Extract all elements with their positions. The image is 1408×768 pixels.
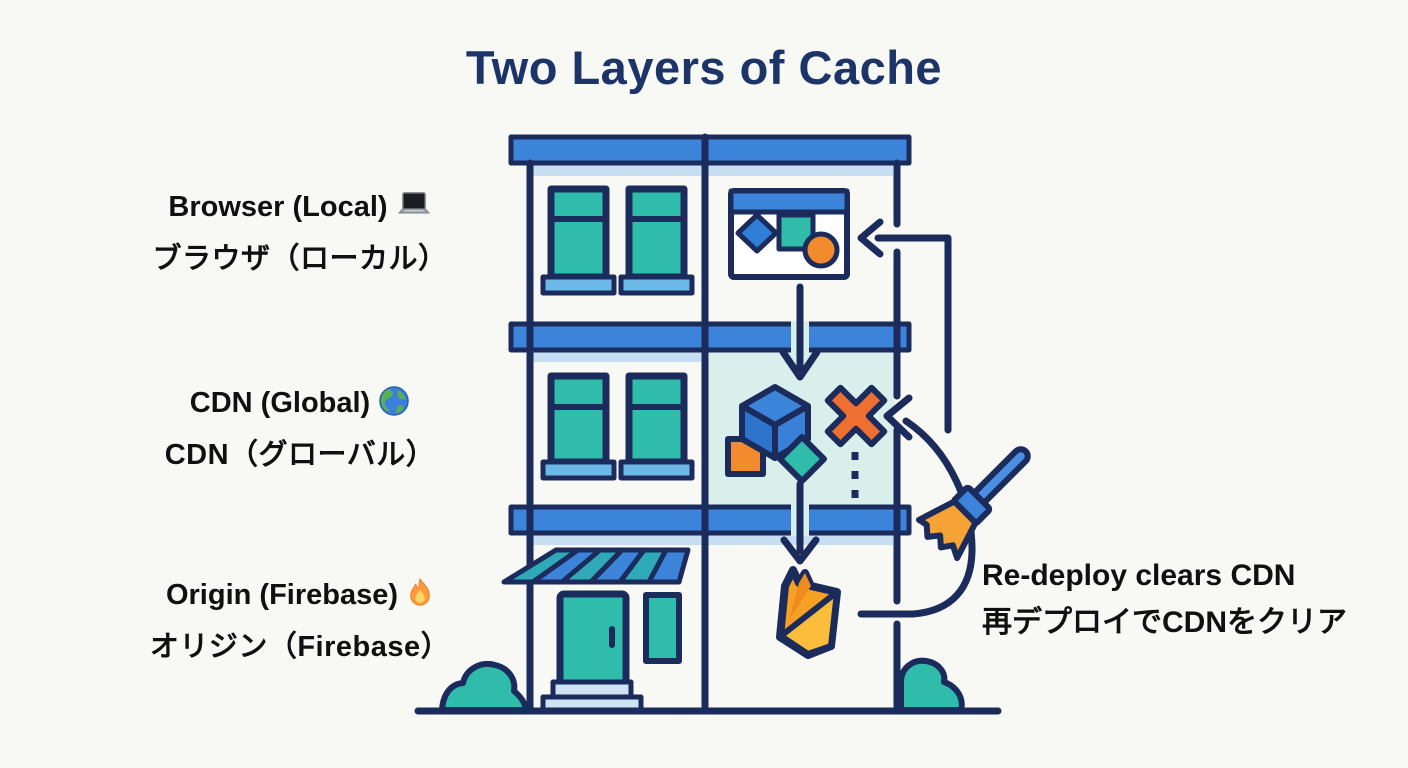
laptop-icon <box>396 189 432 236</box>
label-cdn-ja: CDN（グローバル） <box>164 439 436 471</box>
left-bush <box>439 661 529 713</box>
flow-arrows <box>779 218 976 618</box>
awning <box>501 547 691 585</box>
step-lower <box>540 694 644 713</box>
asset-circle <box>802 231 840 269</box>
x-mark-icon <box>824 384 888 448</box>
entrance <box>540 590 682 713</box>
redeploy-note-ja: 再デプロイでCDNをクリア <box>982 606 1347 639</box>
label-origin-ja: オリジン（Firebase） <box>149 631 451 663</box>
roof-band <box>508 134 912 166</box>
side-window <box>643 592 682 664</box>
redeploy-note-en: Re-deploy clears CDN <box>982 559 1296 592</box>
middle-floor-windows <box>540 372 695 481</box>
bushes <box>439 657 965 713</box>
arrow-redeploy-head <box>883 394 913 441</box>
door <box>556 590 630 687</box>
fire-icon <box>406 577 434 624</box>
globe-icon <box>378 385 410 432</box>
browser-window-icon <box>728 188 850 280</box>
label-browser-ja: ブラウザ（ローカル） <box>152 243 448 275</box>
label-browser-en: Browser (Local) <box>70 184 530 236</box>
asset-diamond <box>735 212 779 254</box>
broom-icon <box>915 446 1031 562</box>
right-bush <box>898 657 965 713</box>
label-origin-layer: Origin (Firebase) オリジン（Firebase） <box>70 572 530 671</box>
cube-teal-diamond <box>777 434 827 484</box>
lower-band <box>508 504 912 536</box>
floor-bands <box>508 134 912 536</box>
arrow-cdn-to-origin-head <box>780 536 820 565</box>
middle-band <box>508 321 912 353</box>
firebase-flame-icon <box>776 566 841 659</box>
label-browser-layer: Browser (Local) ブラウザ（ローカル） <box>70 184 530 283</box>
arrow-browser-to-cdn-head <box>779 348 821 381</box>
top-floor-windows <box>540 185 695 296</box>
arrow-into-browser <box>874 234 952 434</box>
broom-bristles <box>915 498 979 562</box>
label-cdn-layer: CDN (Global) CDN（グローバル） <box>70 380 530 479</box>
redeploy-note: Re-deploy clears CDN 再デプロイでCDNをクリア <box>982 552 1402 646</box>
arrow-redeploy-curve <box>857 417 976 618</box>
label-cdn-en: CDN (Global) <box>70 380 530 432</box>
label-origin-en: Origin (Firebase) <box>70 572 530 624</box>
asset-square <box>776 212 816 252</box>
arrow-into-browser-head <box>857 218 884 258</box>
cache-cube-icon <box>725 384 827 484</box>
page-title: Two Layers of Cache <box>465 41 943 94</box>
